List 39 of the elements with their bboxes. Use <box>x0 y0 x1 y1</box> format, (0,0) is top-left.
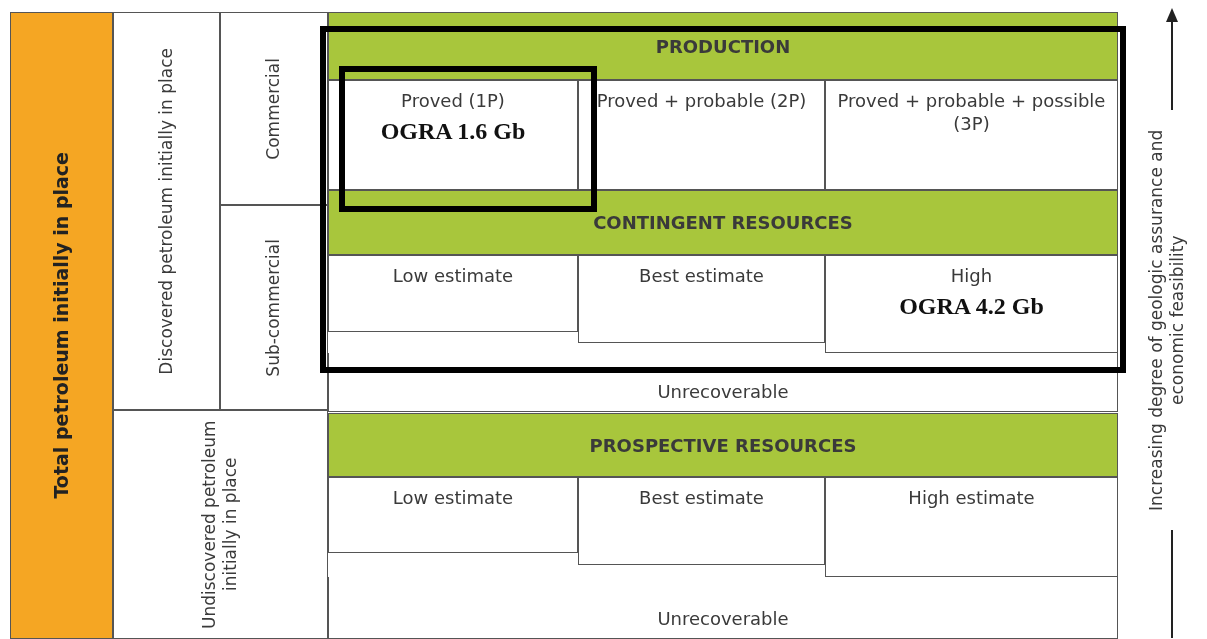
table-cell <box>328 477 578 553</box>
category-label: Discovered petroleum initially in place <box>155 47 177 375</box>
cell-text: Low estimate <box>392 486 514 510</box>
cell-text: Best estimate <box>639 486 764 510</box>
cell-text: Proved + probable (2P) <box>596 89 807 113</box>
cell-text: Low estimate <box>392 264 514 288</box>
category-cell <box>113 410 328 639</box>
cell-text: High estimate <box>908 486 1035 510</box>
table-cell <box>578 477 825 565</box>
table-cell <box>328 577 1118 639</box>
class-band <box>328 413 1118 477</box>
category-column <box>10 12 113 639</box>
table-cell <box>328 80 578 190</box>
cell-text: High <box>950 264 993 288</box>
class-heading: PROSPECTIVE RESOURCES <box>589 434 857 456</box>
category-label: Commercial <box>263 57 285 160</box>
class-heading: CONTINGENT RESOURCES <box>593 212 853 233</box>
table-cell <box>825 80 1118 190</box>
table-cell <box>328 353 1118 412</box>
cell-text: Unrecoverable <box>657 606 789 630</box>
table-cell <box>578 80 825 190</box>
category-cell <box>220 12 328 205</box>
table-cell <box>825 255 1118 353</box>
category-label: Sub-commercial <box>263 238 285 377</box>
category-label: Undiscovered petroleum initially in place <box>199 419 242 631</box>
volume-note: OGRA 4.2 Gb <box>899 293 1044 321</box>
table-cell <box>578 255 825 343</box>
class-heading: PRODUCTION <box>655 35 791 57</box>
category-label: Total petroleum initially in place <box>49 152 73 499</box>
cell-text: Proved + probable + possible (3P) <box>836 89 1107 136</box>
cell-text: Proved (1P) <box>401 89 505 113</box>
category-cell <box>113 12 220 410</box>
category-cell <box>220 205 328 410</box>
volume-note: OGRA 1.6 Gb <box>380 118 526 146</box>
cell-text: Unrecoverable <box>657 379 789 403</box>
table-cell <box>825 477 1118 577</box>
cell-text: Best estimate <box>639 264 764 288</box>
table-cell <box>328 255 578 332</box>
class-band <box>328 190 1118 255</box>
